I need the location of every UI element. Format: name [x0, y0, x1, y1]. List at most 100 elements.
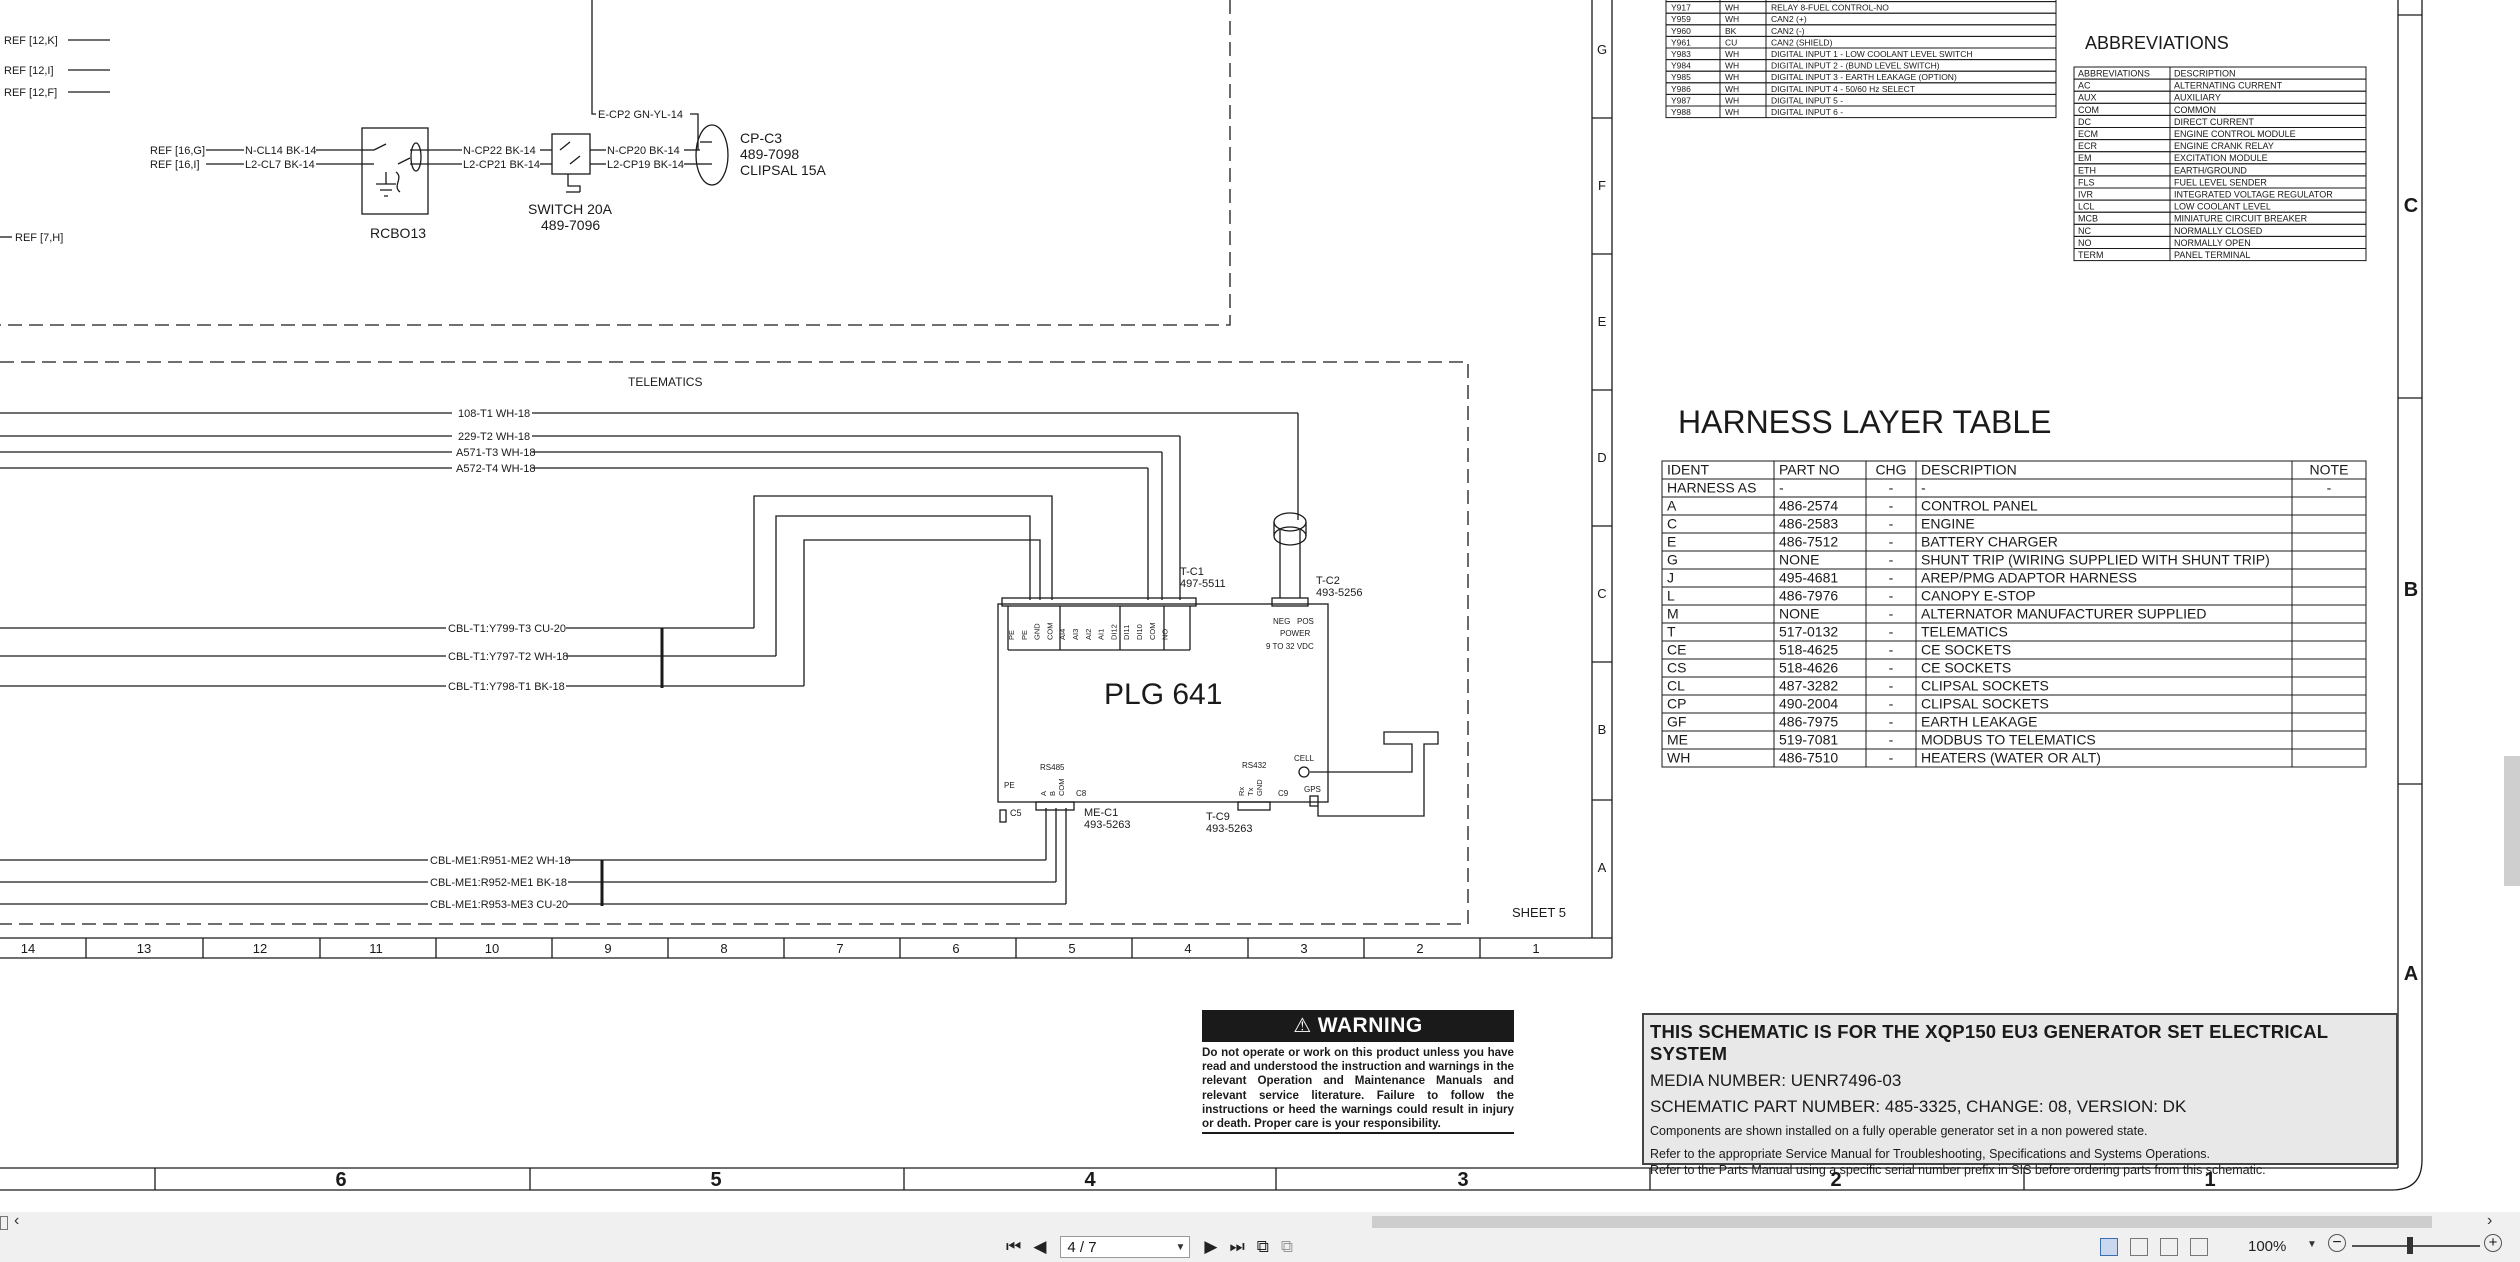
table-cell: DIGITAL INPUT 6 -: [1771, 107, 1843, 117]
page-number-input[interactable]: 4 / 7▼: [1060, 1236, 1191, 1258]
table-cell: HEATERS (WATER OR ALT): [1921, 750, 2101, 766]
table-cell: DIGITAL INPUT 2 - (BUND LEVEL SWITCH): [1771, 61, 1940, 71]
port-label: C8: [1076, 789, 1087, 798]
table-cell: -: [1889, 678, 1894, 694]
pin-label: A: [1039, 791, 1048, 796]
ruler-number: 14: [21, 941, 35, 956]
table-cell: CAN2 (SHIELD): [1771, 37, 1833, 47]
zoom-slider-track[interactable]: [2352, 1245, 2480, 1247]
table-cell: NC: [2078, 226, 2091, 236]
connector-part: 497-5511: [1180, 578, 1226, 590]
zoom-out-icon[interactable]: −: [2328, 1234, 2346, 1252]
table-cell: CANOPY E-STOP: [1921, 588, 2036, 604]
table-cell: IDENT: [1667, 462, 1709, 478]
pin-label: POWER: [1280, 629, 1310, 638]
previous-page-icon[interactable]: ◀: [1033, 1237, 1047, 1256]
table-cell: M: [1667, 606, 1679, 622]
vertical-scrollbar-thumb[interactable]: [2504, 756, 2520, 886]
ruler-letter: B: [1598, 722, 1607, 737]
table-cell: Y987: [1671, 95, 1691, 105]
title-note: Refer to the Parts Manual using a specif…: [1650, 1163, 2266, 1177]
table-row: HARNESS AS----: [1661, 478, 2367, 498]
port-label: GPS: [1304, 785, 1321, 794]
table-cell: NONE: [1779, 606, 1819, 622]
scrollbar-grip[interactable]: [0, 1216, 8, 1230]
zoom-level: 100%: [2248, 1238, 2287, 1255]
continuous-view-icon[interactable]: [2130, 1238, 2148, 1256]
outer-ruler-number: 3: [1457, 1169, 1468, 1191]
pin-label: POS: [1297, 617, 1314, 626]
pin-label: Rx: [1237, 787, 1246, 796]
first-page-icon[interactable]: ⏮: [1006, 1237, 1022, 1256]
ref-label: REF [12,I]: [4, 65, 54, 77]
two-page-view-icon[interactable]: [2160, 1238, 2178, 1256]
table-cell: WH: [1667, 750, 1690, 766]
pin-label: PE: [1020, 630, 1029, 640]
outer-ruler-number: 6: [335, 1169, 346, 1191]
last-page-icon[interactable]: ⏭: [1229, 1237, 1245, 1256]
table-cell: -: [1889, 660, 1894, 676]
compare-pages-icon[interactable]: ⧉: [1280, 1237, 1294, 1256]
pin-label: Tx: [1246, 787, 1255, 796]
table-cell: ABBREVIATIONS: [2078, 69, 2150, 79]
chevron-down-icon[interactable]: ▼: [1175, 1242, 1186, 1253]
wire-label: CBL-T1:Y798-T1 BK-18: [448, 681, 565, 693]
connector-label: T-C1: [1180, 566, 1204, 578]
fit-width-icon[interactable]: [2190, 1238, 2208, 1256]
table-cell: FLS: [2078, 177, 2095, 187]
pin-label: AI3: [1071, 629, 1080, 640]
next-page-icon[interactable]: ▶: [1204, 1237, 1218, 1256]
table-cell: WH: [1725, 3, 1739, 13]
zoom-in-icon[interactable]: +: [2484, 1234, 2502, 1252]
table-cell: Y799: [1671, 0, 1691, 1]
ruler-number: 9: [604, 941, 611, 956]
single-page-view-icon[interactable]: [2100, 1238, 2118, 1256]
pin-label: DI12: [1109, 624, 1118, 640]
table-cell: 518-4626: [1779, 660, 1838, 676]
rcbo-label: RCBO13: [370, 225, 426, 241]
table-cell: ALTERNATING CURRENT: [2174, 81, 2283, 91]
table-cell: CL: [1667, 678, 1685, 694]
ref-label: REF [12,K]: [4, 35, 58, 47]
table-cell: E: [1667, 534, 1676, 550]
scroll-right-icon[interactable]: ›: [2487, 1212, 2493, 1229]
pin-label: NO: [1161, 629, 1170, 640]
pin-label: AI2: [1084, 629, 1093, 640]
switch-part: 489-7096: [541, 217, 600, 233]
horizontal-scrollbar-thumb[interactable]: [1372, 1216, 2432, 1228]
table-cell: C: [1667, 516, 1677, 532]
pin-label: AI4: [1058, 629, 1067, 640]
table-cell: WH: [1725, 107, 1739, 117]
page-navigation: ⏮ ◀ 4 / 7▼ ▶ ⏭ ⧉ ⧉: [1004, 1234, 1295, 1260]
table-cell: CE: [1667, 642, 1686, 658]
ruler-number: 8: [720, 941, 727, 956]
pin-label: GND: [1255, 779, 1264, 796]
scroll-left-icon[interactable]: ‹: [14, 1212, 20, 1229]
viewer-toolbar: ‹ › ⏮ ◀ 4 / 7▼ ▶ ⏭ ⧉ ⧉ 100% ▼ − +: [0, 1212, 2520, 1262]
rotate-page-icon[interactable]: ⧉: [1256, 1237, 1269, 1256]
ruler-letter: A: [1598, 860, 1607, 875]
connector-label: ME-C1: [1084, 807, 1118, 819]
wire-label: E-CP2 GN-YL-14: [598, 109, 683, 121]
table-cell: -: [1889, 570, 1894, 586]
pin-label: 9 TO 32 VDC: [1266, 642, 1314, 651]
table-cell: FUEL LEVEL SENDER: [2174, 177, 2267, 187]
zoom-dropdown-icon[interactable]: ▼: [2307, 1239, 2317, 1250]
wire-label: CBL-T1:Y797-T2 WH-18: [448, 651, 568, 663]
table-cell: EXCITATION MODULE: [2174, 153, 2268, 163]
warning-title: WARNING: [1317, 1014, 1423, 1037]
zoom-slider-thumb[interactable]: [2406, 1237, 2413, 1254]
table-cell: DIGITAL INPUT 3 - EARTH LEAKAGE (OPTION): [1771, 72, 1957, 82]
